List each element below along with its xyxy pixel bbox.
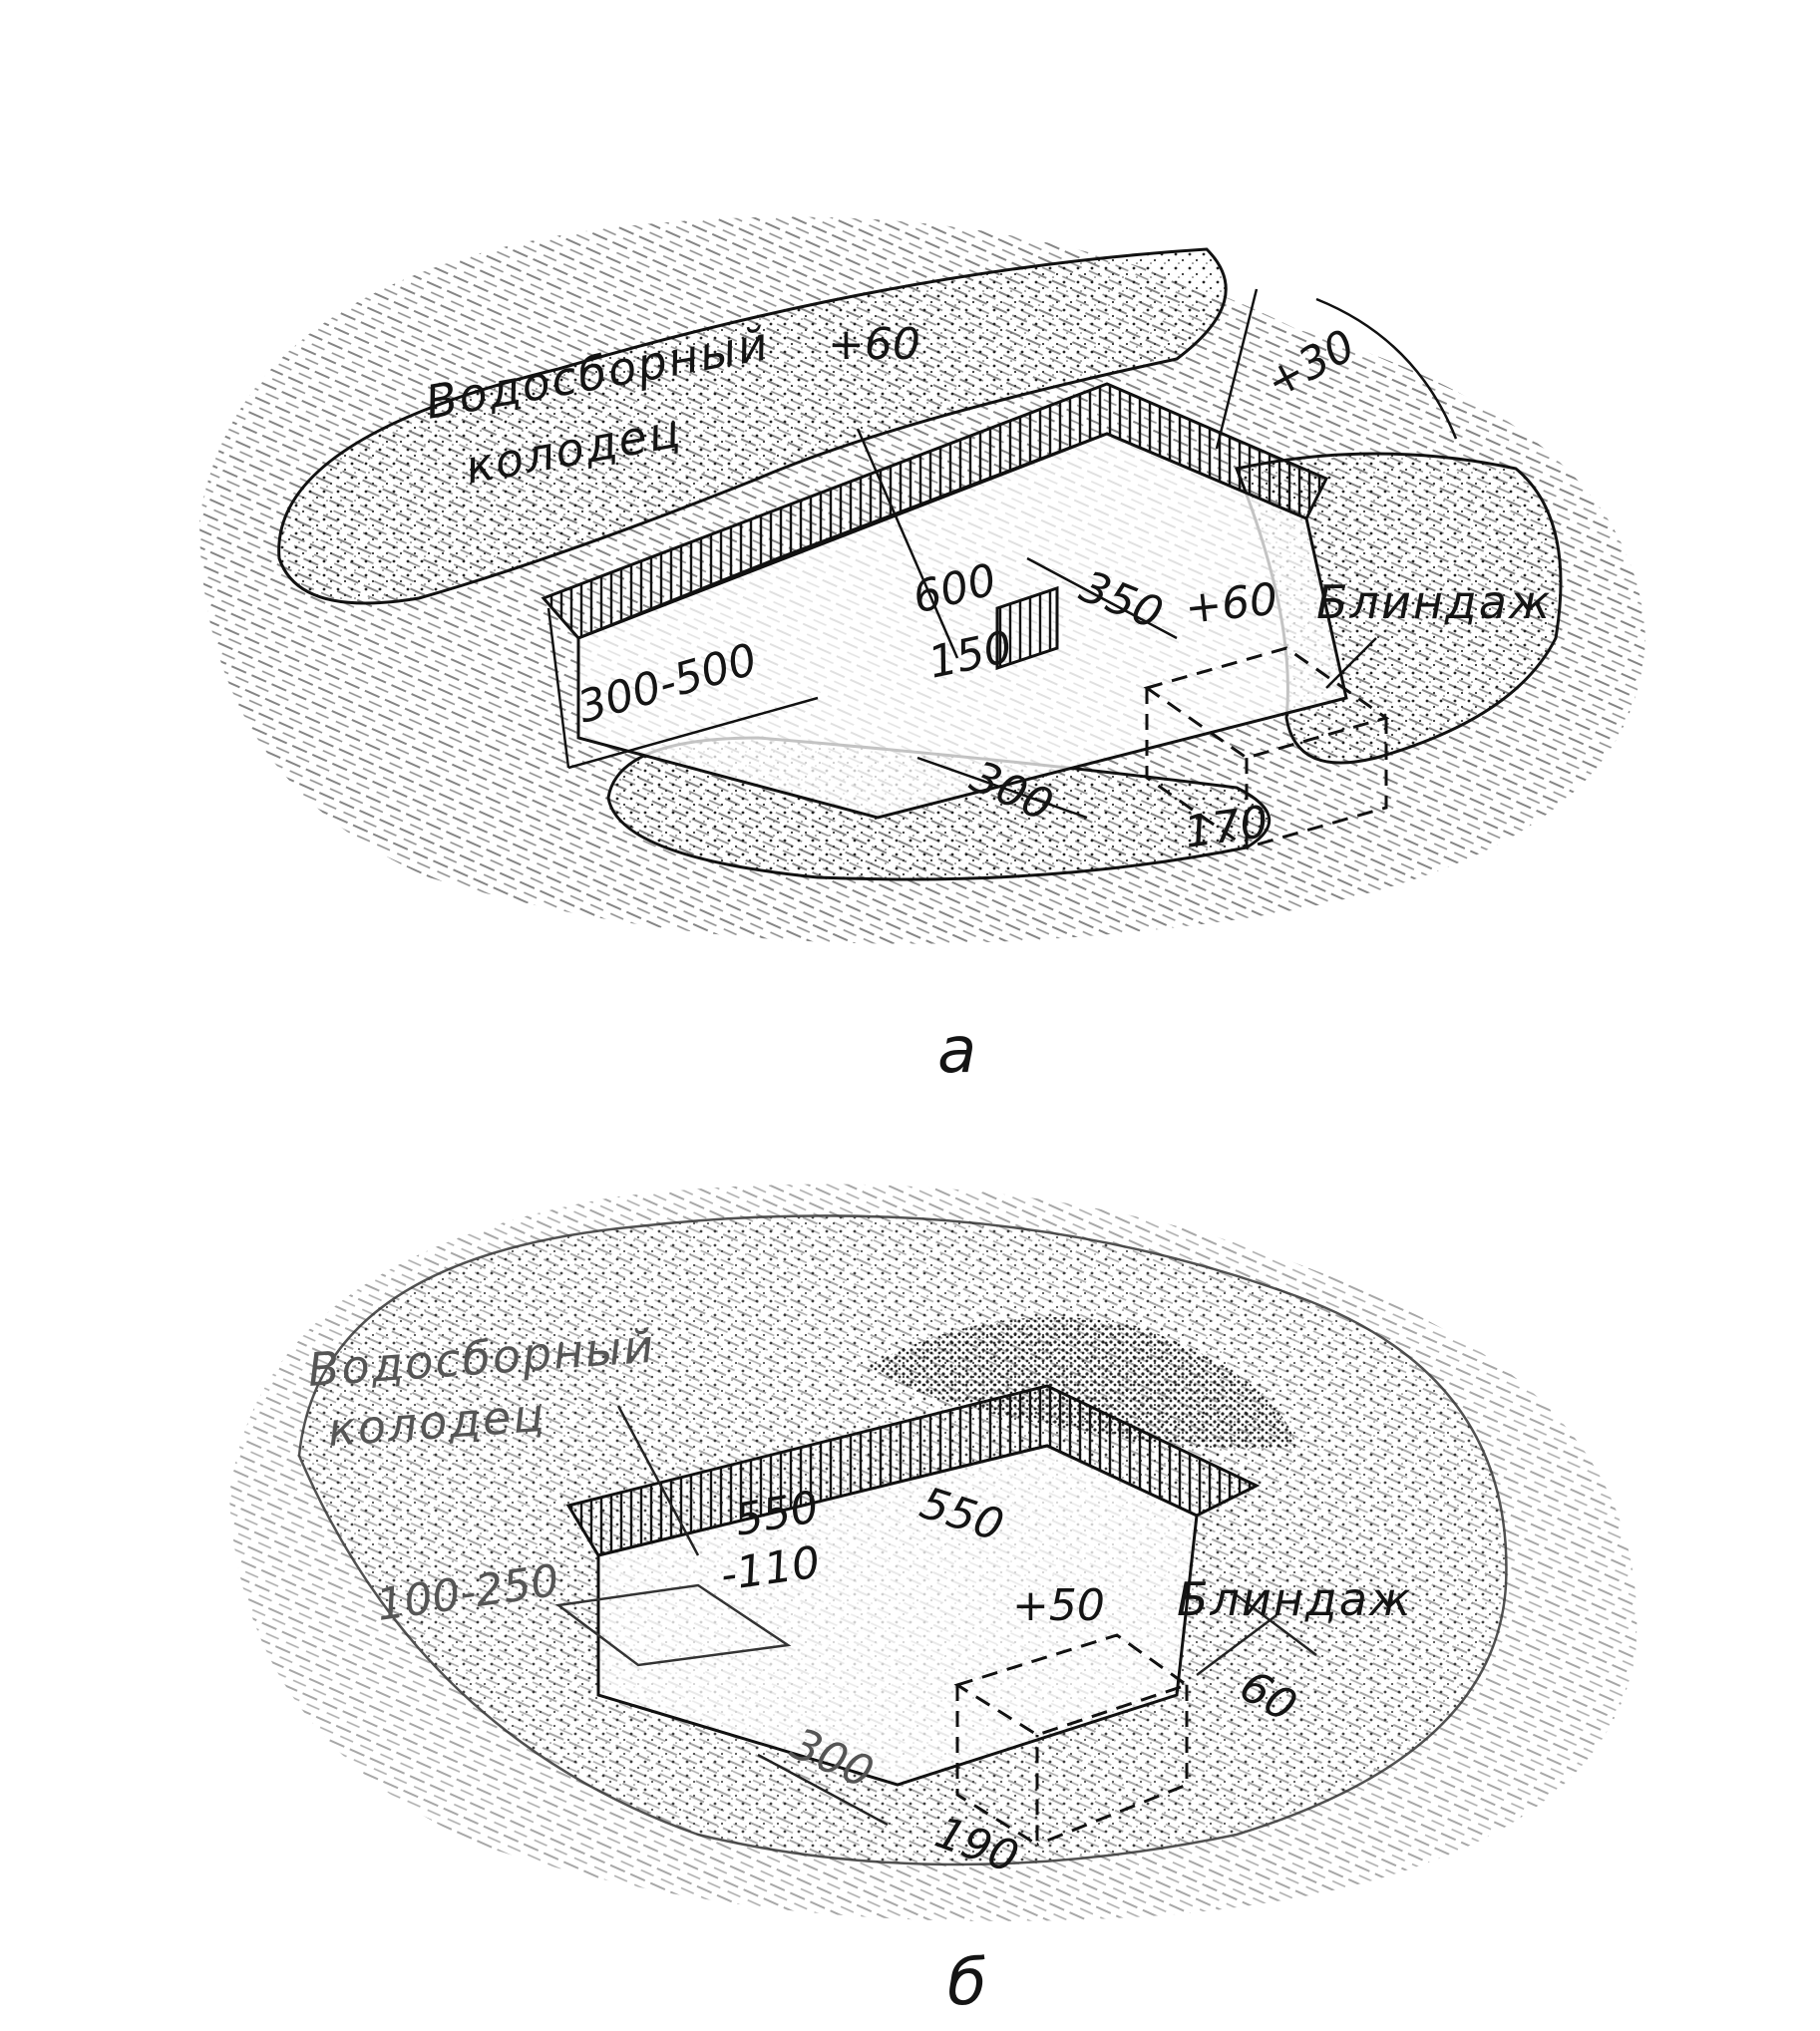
parapet-upper-a — [277, 247, 1228, 605]
entry-ramp-b — [554, 1583, 792, 1667]
dugout-a — [1143, 646, 1390, 850]
dim-dugout-height-b: +50 — [1012, 1580, 1105, 1631]
label-dugout-b: Блиндаж — [1177, 1572, 1412, 1626]
figure-b: Водосборный колодец 550 550 -110 100-250… — [229, 1184, 1638, 2020]
figure-a: +60 +30 Водосборный колодец 600 350 +60 … — [199, 216, 1645, 1088]
pit-floor-b — [596, 1444, 1199, 1787]
dimension-lines-b — [616, 1405, 1317, 1827]
caption-a: а — [937, 1014, 976, 1088]
caption-b: б — [947, 1946, 986, 2020]
dugout-b — [953, 1633, 1191, 1848]
dim-dugout-height-a: +60 — [1183, 574, 1280, 634]
dim-dugout-width-a: 170 — [1181, 797, 1271, 858]
dim-left-parapet-a: +60 — [828, 319, 920, 370]
dimension-lines-a — [546, 288, 1458, 820]
water-well-a — [995, 585, 1059, 671]
label-dugout-a: Блиндаж — [1316, 575, 1552, 629]
shadow-b — [868, 1317, 1296, 1449]
pit-floor-a — [576, 432, 1348, 820]
